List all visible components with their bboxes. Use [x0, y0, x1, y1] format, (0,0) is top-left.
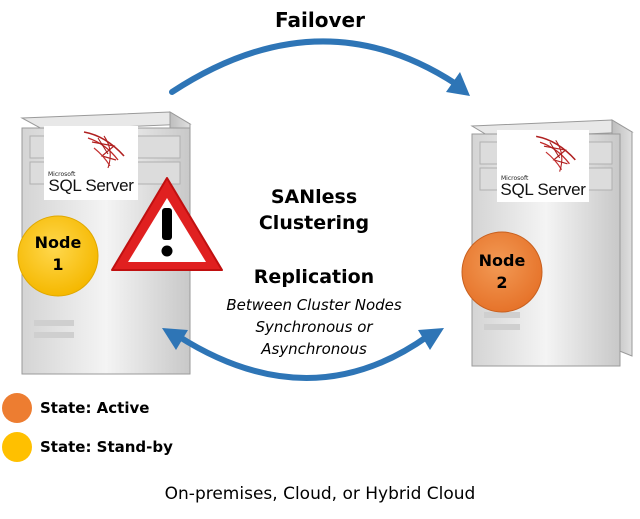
node-2-name: Node: [478, 251, 526, 270]
sql-server-logo-1: Microsoft SQL Server: [44, 126, 138, 200]
node-2-label: Node 2: [462, 250, 542, 294]
node-2-circle: [461, 231, 543, 313]
detail-line-2: Synchronous or: [255, 318, 373, 336]
node-1-label: Node 1: [18, 232, 98, 276]
node-1-circle: [17, 215, 99, 297]
warning-icon: [111, 177, 223, 271]
replication-detail: Between Cluster Nodes Synchronous or Asy…: [196, 294, 432, 360]
standby-state-dot: [2, 432, 32, 462]
failover-title: Failover: [275, 8, 365, 32]
sql-server-label: SQL Server: [48, 176, 134, 195]
sql-server-label: SQL Server: [500, 180, 586, 199]
detail-line-3: Asynchronous: [261, 340, 367, 358]
legend-item-active: State: Active: [2, 393, 149, 423]
legend-item-standby: State: Stand-by: [2, 432, 173, 462]
sanless-clustering-heading: SANless Clustering: [214, 184, 414, 236]
legend-label-standby: State: Stand-by: [40, 438, 173, 456]
sql-server-swirl-icon: [536, 135, 576, 172]
node-1-number: 1: [52, 255, 64, 274]
replication-heading: Replication: [253, 266, 375, 288]
microsoft-label: Microsoft: [501, 175, 529, 182]
deployment-footer: On-premises, Cloud, or Hybrid Cloud: [164, 484, 476, 504]
heading-line-2: Clustering: [258, 212, 370, 234]
sql-server-logo-2: Microsoft SQL Server: [497, 130, 589, 202]
legend-label-active: State: Active: [40, 399, 150, 417]
node-2-number: 2: [496, 273, 508, 292]
node-1-name: Node: [34, 233, 82, 252]
microsoft-label: Microsoft: [48, 171, 76, 178]
replication-arrow: [162, 328, 444, 381]
sql-server-swirl-icon: [83, 131, 125, 169]
failover-arrow: [169, 38, 470, 96]
active-state-dot: [2, 393, 32, 423]
detail-line-1: Between Cluster Nodes: [226, 296, 402, 314]
heading-line-1: SANless: [270, 186, 358, 208]
